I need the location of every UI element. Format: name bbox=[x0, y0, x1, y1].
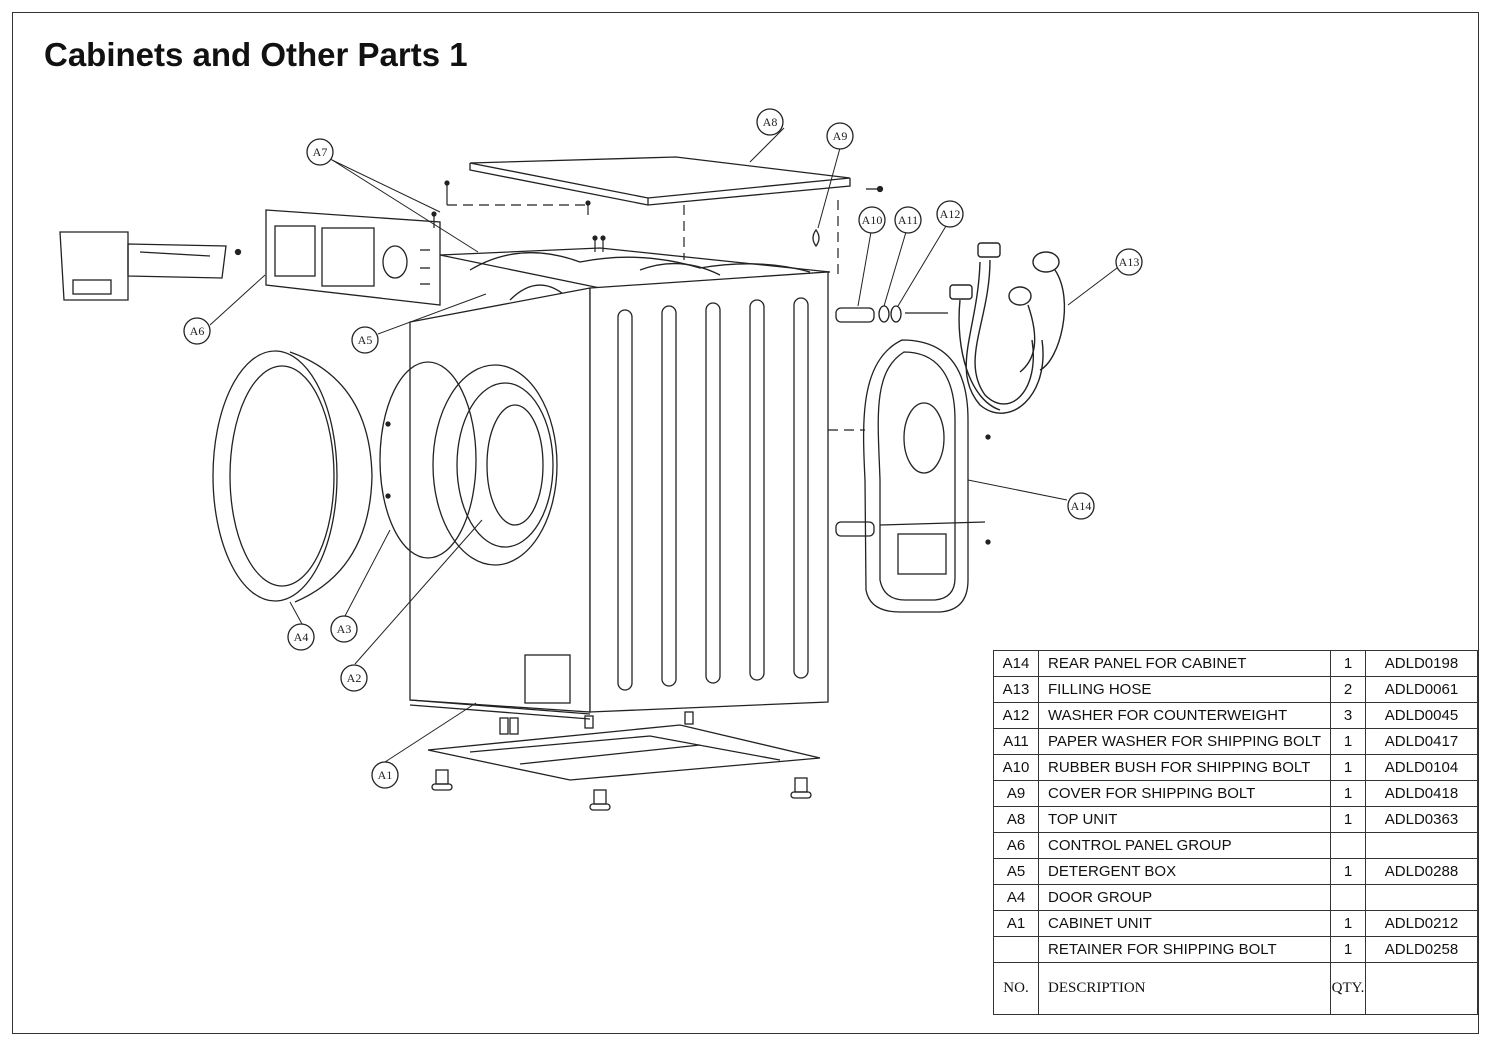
callout-a6: A6 bbox=[183, 317, 211, 345]
door-group bbox=[212, 350, 373, 603]
callout-a10: A10 bbox=[858, 206, 886, 234]
rear-panel bbox=[828, 339, 991, 613]
page-title: Cabinets and Other Parts 1 bbox=[44, 36, 468, 73]
drawing-frame bbox=[12, 12, 1479, 1034]
svg-text:A12: A12 bbox=[940, 207, 961, 221]
cabinet-body bbox=[409, 271, 829, 720]
svg-text:A1: A1 bbox=[378, 768, 393, 782]
callout-a3: A3 bbox=[330, 615, 358, 643]
svg-text:A7: A7 bbox=[313, 145, 328, 159]
cabinet-internals bbox=[439, 247, 831, 301]
svg-text:A5: A5 bbox=[358, 333, 373, 347]
svg-text:A8: A8 bbox=[763, 115, 778, 129]
leader-lines bbox=[209, 127, 1118, 763]
front-opening bbox=[432, 364, 558, 566]
callout-a5: A5 bbox=[351, 326, 379, 354]
callout-a13: A13 bbox=[1115, 248, 1143, 276]
callout-bubbles: A1 A2 A3 A4 A5 A6 A7 A8 A9 A10 A11 A12 A… bbox=[183, 108, 1143, 789]
callout-a1: A1 bbox=[371, 761, 399, 789]
callout-a11: A11 bbox=[894, 206, 922, 234]
svg-text:A2: A2 bbox=[347, 671, 362, 685]
svg-text:A13: A13 bbox=[1119, 255, 1140, 269]
shipping-bolt-parts bbox=[812, 228, 986, 537]
callout-a14: A14 bbox=[1067, 492, 1095, 520]
svg-text:A10: A10 bbox=[862, 213, 883, 227]
callout-a4: A4 bbox=[287, 623, 315, 651]
callout-a12: A12 bbox=[936, 200, 964, 228]
top-unit bbox=[469, 156, 884, 206]
svg-text:A11: A11 bbox=[898, 213, 918, 227]
control-panel-group bbox=[59, 209, 441, 306]
screws bbox=[431, 180, 839, 280]
door-seal bbox=[379, 361, 477, 559]
svg-text:A14: A14 bbox=[1071, 499, 1092, 513]
filling-hoses bbox=[949, 242, 1066, 414]
svg-text:A3: A3 bbox=[337, 622, 352, 636]
callout-a9: A9 bbox=[826, 122, 854, 150]
callout-a8: A8 bbox=[756, 108, 784, 136]
callout-a2: A2 bbox=[340, 664, 368, 692]
callout-a7: A7 bbox=[306, 138, 334, 166]
svg-text:A4: A4 bbox=[294, 630, 309, 644]
base-plate bbox=[427, 711, 821, 811]
svg-text:A9: A9 bbox=[833, 129, 848, 143]
svg-text:A6: A6 bbox=[190, 324, 205, 338]
